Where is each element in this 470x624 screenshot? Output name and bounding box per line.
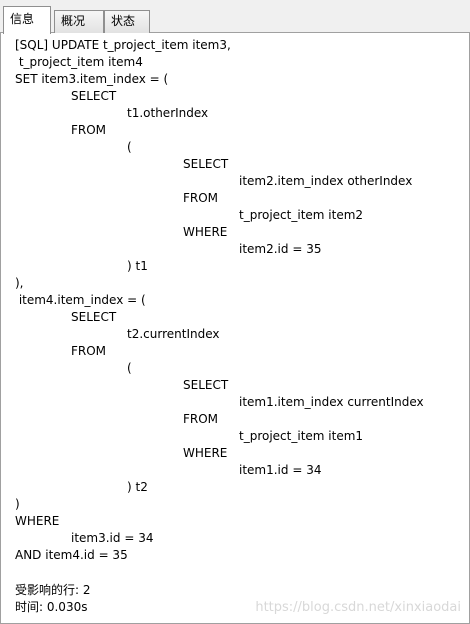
sql-line: item1.id = 34: [239, 463, 322, 477]
message-text-area[interactable]: [SQL] UPDATE t_project_item item3, t_pro…: [0, 33, 470, 624]
sql-line: t2.currentIndex: [127, 327, 220, 341]
sql-line: FROM: [71, 344, 107, 358]
sql-line: FROM: [71, 123, 107, 137]
sql-line: WHERE: [183, 225, 228, 239]
sql-line: ),: [15, 276, 24, 290]
sql-line: SELECT: [183, 157, 229, 171]
sql-line: SET item3.item_index = (: [15, 72, 169, 86]
sql-line: ): [15, 497, 20, 511]
sql-line: FROM: [183, 412, 219, 426]
sql-line: item2.item_index otherIndex: [239, 174, 413, 188]
sql-line: ) t2: [127, 480, 148, 494]
sql-line: WHERE: [15, 514, 60, 528]
sql-line: (: [127, 361, 132, 375]
sql-line: t_project_item item4: [15, 55, 143, 69]
sql-line: (: [127, 140, 132, 154]
sql-line: t_project_item item1: [239, 429, 364, 443]
sql-line: SELECT: [183, 378, 229, 392]
sql-line: SELECT: [71, 310, 117, 324]
sql-line: SELECT: [71, 89, 117, 103]
sql-line: item1.item_index currentIndex: [239, 395, 424, 409]
execution-time-text: 时间: 0.030s: [15, 600, 88, 614]
tab-overview[interactable]: 概况: [54, 10, 104, 33]
tab-status[interactable]: 状态: [104, 10, 150, 33]
sql-line: item2.id = 35: [239, 242, 322, 256]
sql-line: item3.id = 34: [71, 531, 154, 545]
sql-line: WHERE: [183, 446, 228, 460]
affected-rows-text: 受影响的行: 2: [15, 583, 91, 597]
sql-line: item4.item_index = (: [15, 293, 146, 307]
sql-line: FROM: [183, 191, 219, 205]
sql-line: ) t1: [127, 259, 148, 273]
watermark-text: https://blog.csdn.net/xinxiaodai: [255, 600, 461, 615]
sql-line: [SQL] UPDATE t_project_item item3,: [15, 38, 231, 52]
sql-line: AND item4.id = 35: [15, 548, 128, 562]
sql-line: t1.otherIndex: [127, 106, 209, 120]
sql-line: t_project_item item2: [239, 208, 364, 222]
tab-info[interactable]: 信息: [3, 6, 51, 34]
result-tab-bar: 信息 概况 状态: [0, 0, 470, 34]
